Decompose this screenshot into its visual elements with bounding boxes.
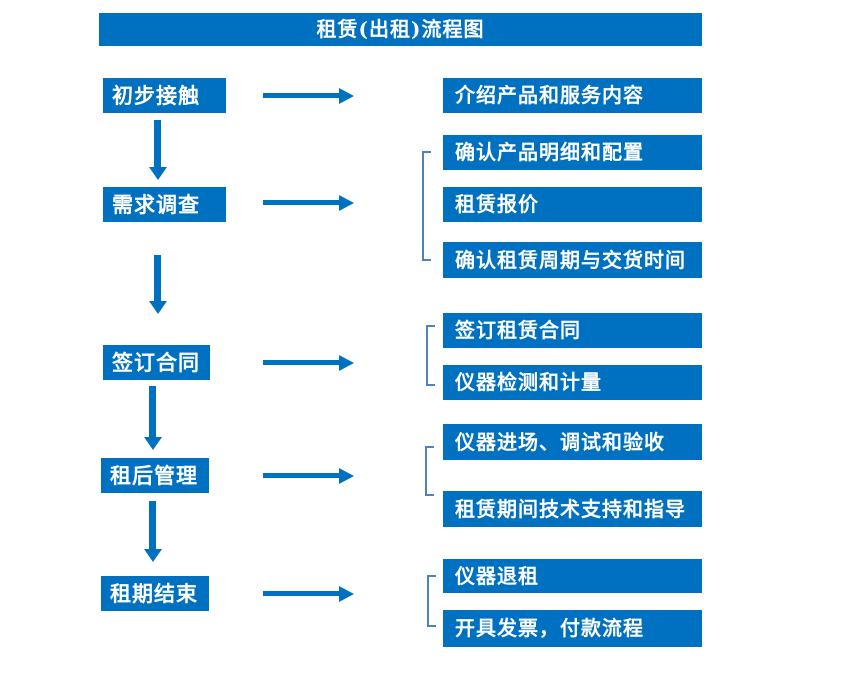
detail-box-introduce-products: 介绍产品和服务内容 (443, 78, 702, 113)
right-arrow-1 (263, 87, 354, 104)
group-bracket-demand-survey (422, 151, 431, 261)
down-arrow-2 (148, 255, 167, 314)
step-box-post-rental-management: 租后管理 (101, 458, 209, 493)
flowchart-title: 租赁(出租)流程图 (99, 13, 702, 46)
right-arrow-3 (263, 354, 354, 371)
group-bracket-sign-contract (426, 325, 435, 386)
detail-box-technical-support: 租赁期间技术支持和指导 (443, 491, 702, 527)
down-arrow-1 (148, 120, 167, 180)
group-bracket-rental-end (427, 575, 436, 627)
detail-box-confirm-period-delivery: 确认租赁周期与交货时间 (443, 242, 702, 278)
detail-box-invoice-payment: 开具发票，付款流程 (443, 610, 702, 647)
detail-box-instrument-return: 仪器退租 (443, 559, 702, 593)
right-arrow-4 (263, 467, 354, 484)
down-arrow-4 (143, 501, 162, 562)
step-box-sign-contract: 签订合同 (103, 345, 210, 380)
down-arrow-3 (143, 386, 162, 450)
right-arrow-2 (263, 194, 354, 211)
detail-box-instrument-testing: 仪器检测和计量 (443, 365, 702, 400)
detail-box-instrument-arrival: 仪器进场、调试和验收 (443, 424, 702, 460)
right-arrow-5 (263, 585, 354, 602)
step-box-initial-contact: 初步接触 (103, 78, 226, 113)
detail-box-confirm-product-config: 确认产品明细和配置 (443, 135, 702, 170)
step-box-rental-end: 租期结束 (101, 576, 209, 611)
detail-box-rental-quotation: 租赁报价 (443, 187, 702, 222)
step-box-demand-survey: 需求调查 (103, 187, 226, 222)
group-bracket-post-rental (425, 446, 434, 496)
detail-box-sign-rental-contract: 签订租赁合同 (443, 313, 702, 348)
